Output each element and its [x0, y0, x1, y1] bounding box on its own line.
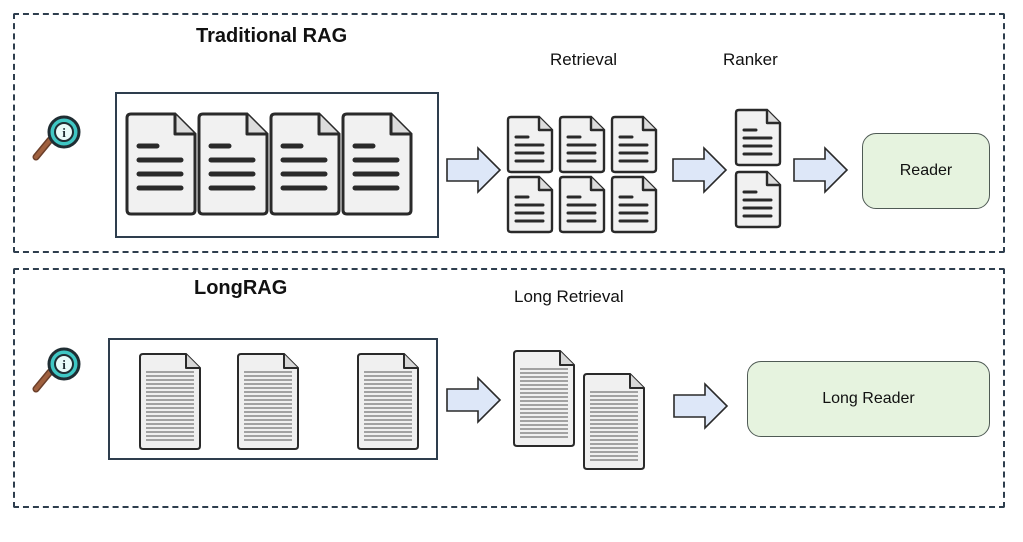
ranker-label: Ranker: [723, 50, 778, 69]
long-retrieval-label: Long Retrieval: [514, 287, 624, 306]
traditional-rag-panel: [13, 13, 1005, 253]
longrag-title: LongRAG: [194, 277, 288, 299]
traditional-rag-title: Traditional RAG: [196, 25, 348, 47]
magnifier-info-icon: i: [32, 347, 81, 393]
svg-text:i: i: [62, 125, 66, 140]
arrow-corpus-to-retrieval: [446, 146, 502, 194]
reader-box: Reader: [862, 133, 990, 209]
arrow-corpus-to-long-retrieval: [446, 376, 502, 424]
corpus-documents-traditional: [125, 112, 415, 220]
retrieval-label: Retrieval: [550, 50, 618, 69]
corpus-long-documents: [139, 353, 419, 450]
arrow-ranker-to-reader: [793, 146, 849, 194]
long-reader-box: Long Reader: [747, 361, 990, 437]
long-retrieved-documents: [513, 350, 645, 470]
magnifier-info-icon: i: [32, 115, 81, 161]
arrow-retrieval-to-ranker: [672, 146, 728, 194]
longrag-panel: [13, 268, 1005, 508]
retrieved-documents: [506, 115, 658, 234]
svg-text:i: i: [62, 357, 66, 372]
arrow-retrieval-to-long-reader: [673, 382, 729, 430]
ranked-documents: [734, 108, 782, 229]
